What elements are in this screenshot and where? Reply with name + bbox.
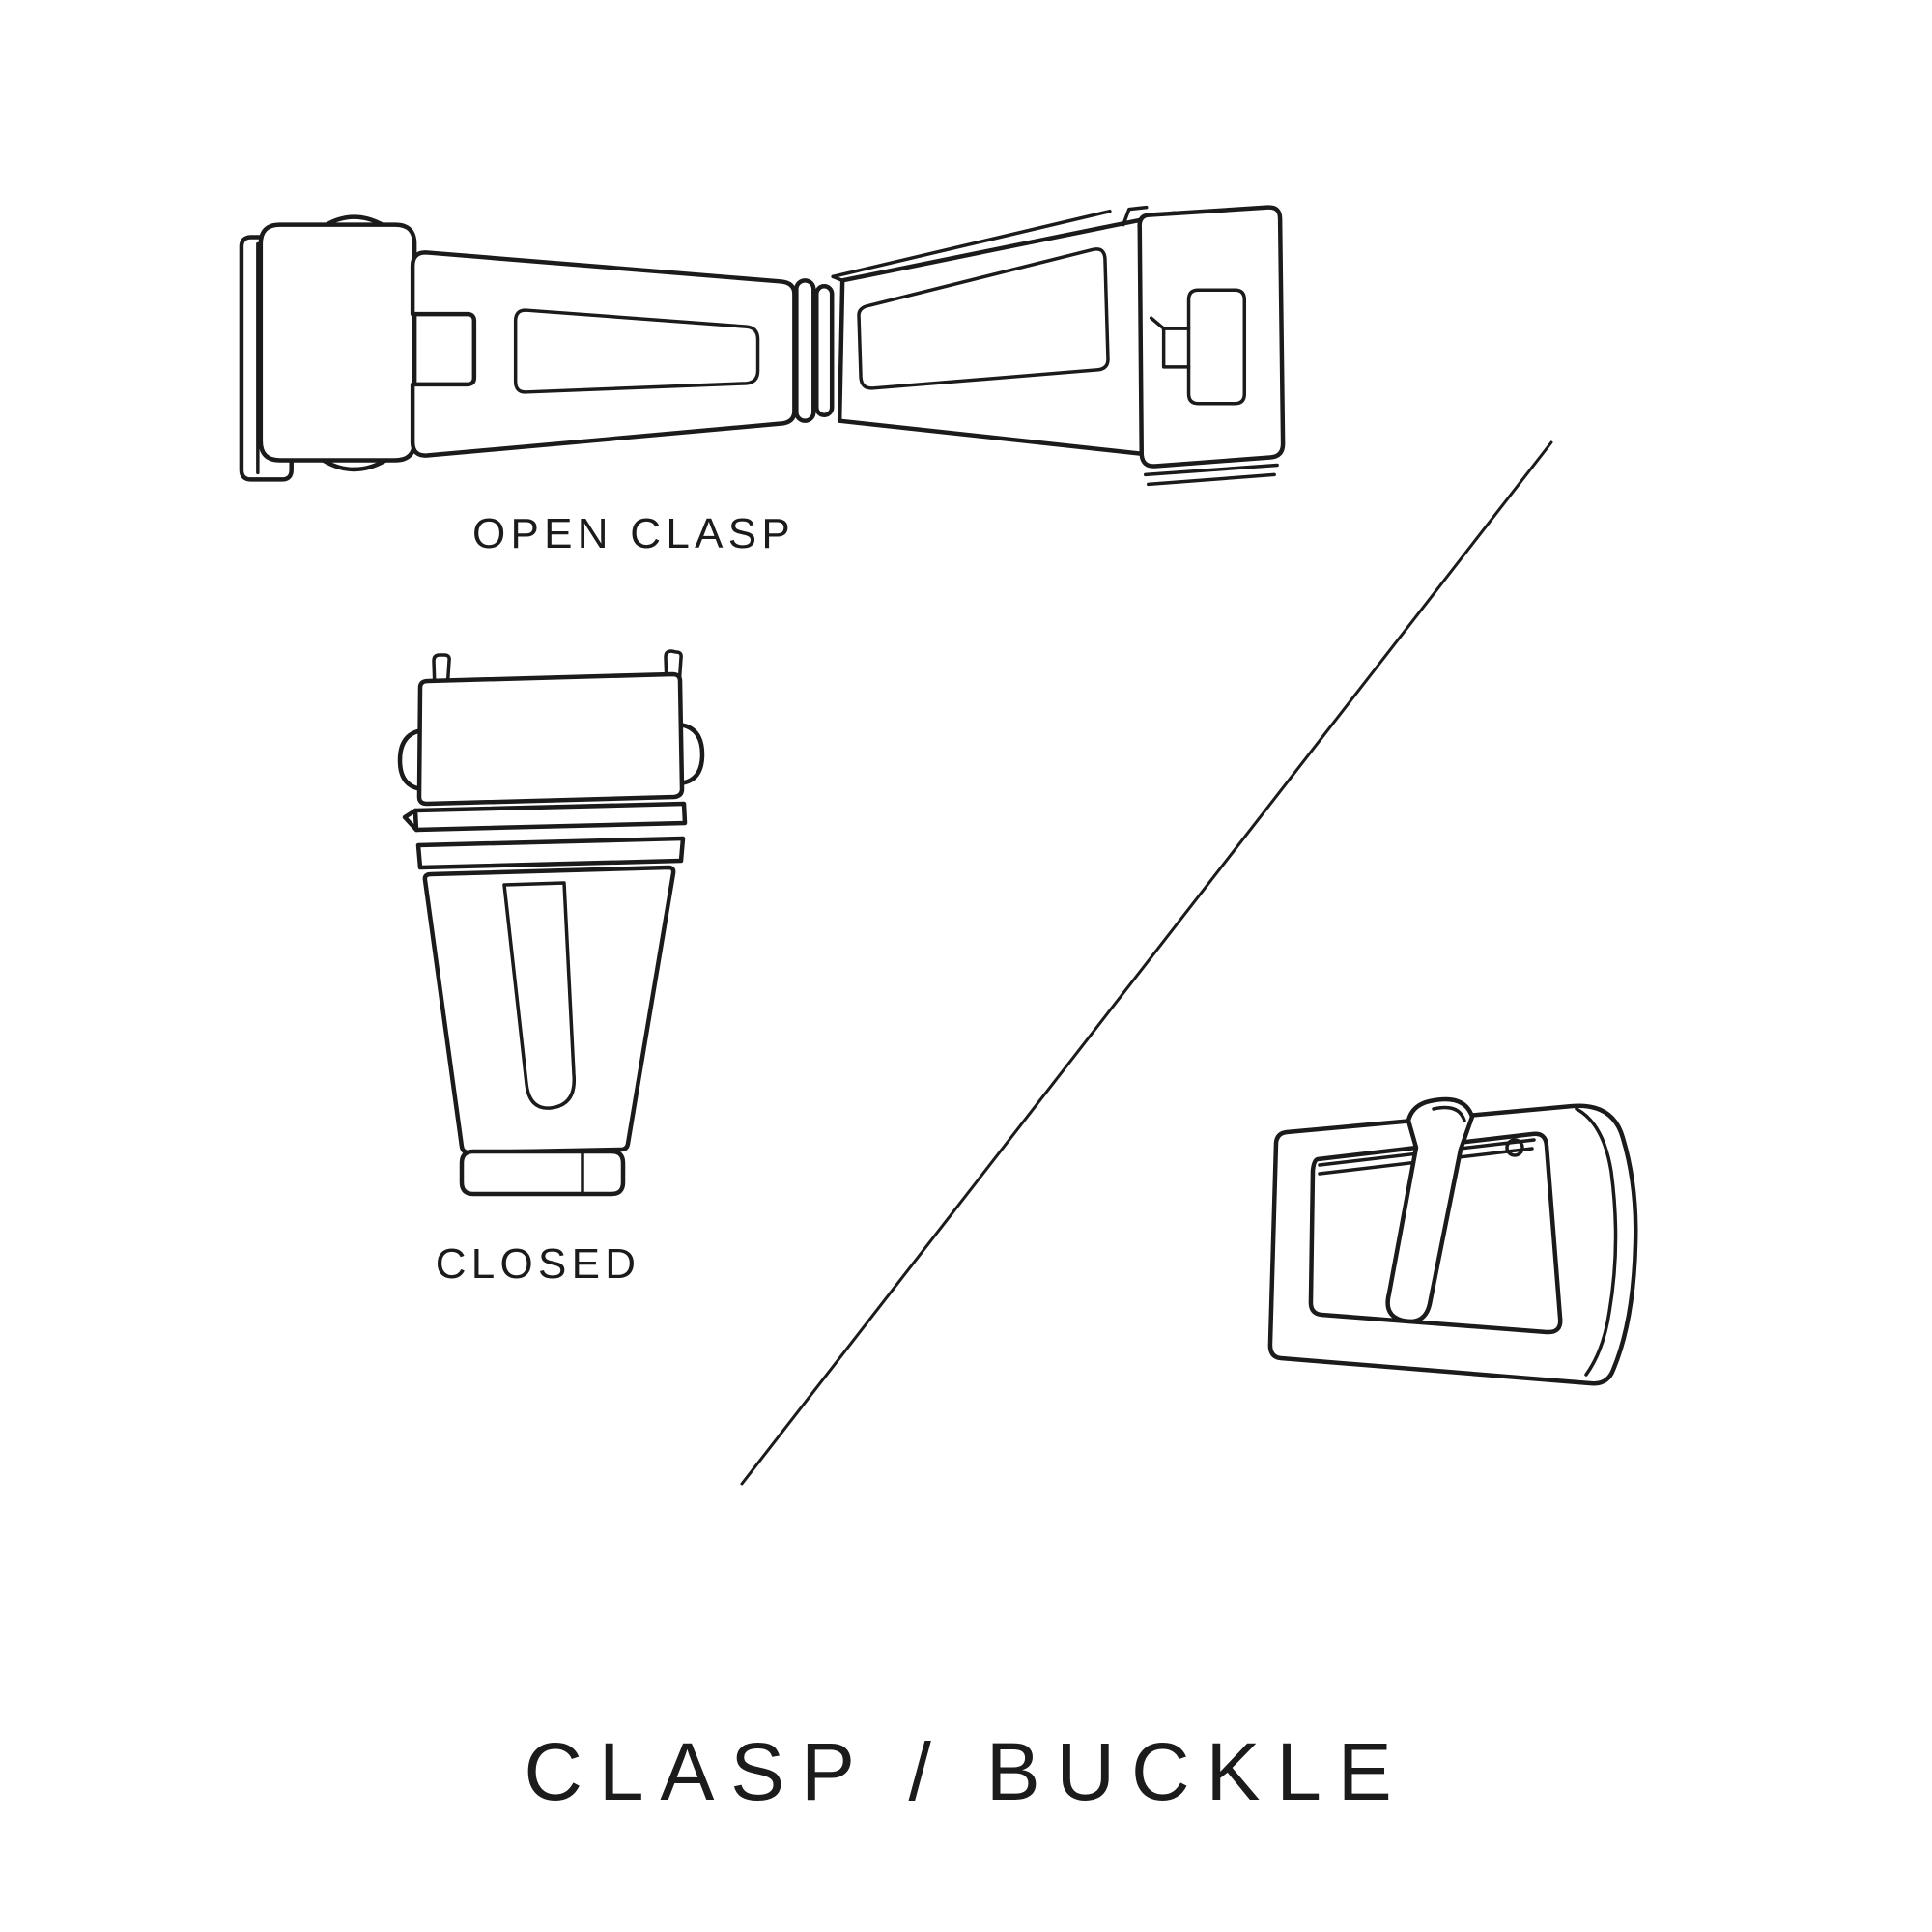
open-clasp-illustration: [239, 205, 1286, 487]
closed-clasp-figure: [384, 639, 718, 1205]
open-clasp-label: OPEN CLASP: [471, 510, 795, 557]
buckle-figure: [1227, 1080, 1642, 1447]
open-clasp-figure: [227, 184, 1304, 517]
diagram-title: CLASP / BUCKLE: [524, 1726, 1408, 1817]
closed-clasp-illustration: [397, 649, 705, 1197]
buckle-illustration: [1267, 1096, 1638, 1386]
diagonal-divider: [715, 425, 1584, 1507]
closed-clasp-label: CLOSED: [435, 1240, 641, 1288]
